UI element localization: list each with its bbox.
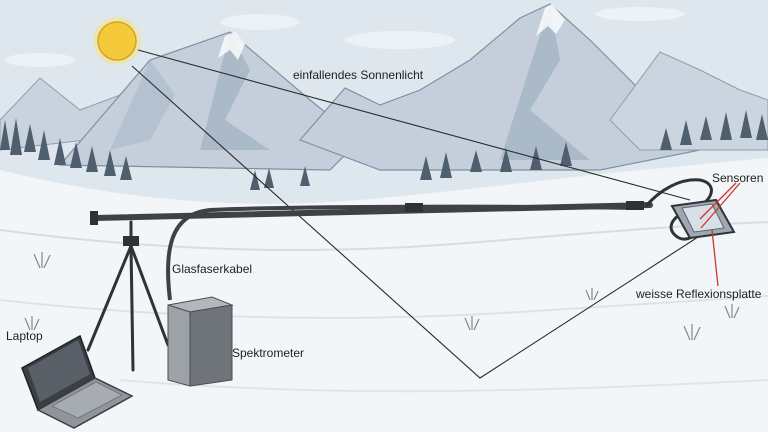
sensor-head-icon: [644, 178, 736, 241]
forest: [0, 110, 768, 300]
label-spectrometer: Spektrometer: [232, 346, 305, 360]
red-pointer-lines: [699, 182, 741, 287]
label-laptop: Laptop: [6, 329, 43, 343]
label-fiber-cable: Glasfaserkabel: [172, 262, 253, 276]
label-reflection-plate: weisse Reflexionsplatte: [636, 287, 762, 301]
tripod-icon: [86, 220, 170, 372]
grass-tufts: [24, 252, 740, 341]
sunlight-rays: [131, 49, 716, 379]
spectrometer-box-icon: [167, 296, 234, 387]
mountain-range: [0, 3, 768, 171]
sun-icon: [93, 17, 141, 65]
clouds: [5, 7, 685, 67]
label-sensors: Sensoren: [712, 171, 764, 185]
laptop-icon: [21, 334, 134, 429]
label-incident-sunlight: einfallendes Sonnenlicht: [293, 68, 424, 82]
boom-arm: [90, 201, 653, 225]
